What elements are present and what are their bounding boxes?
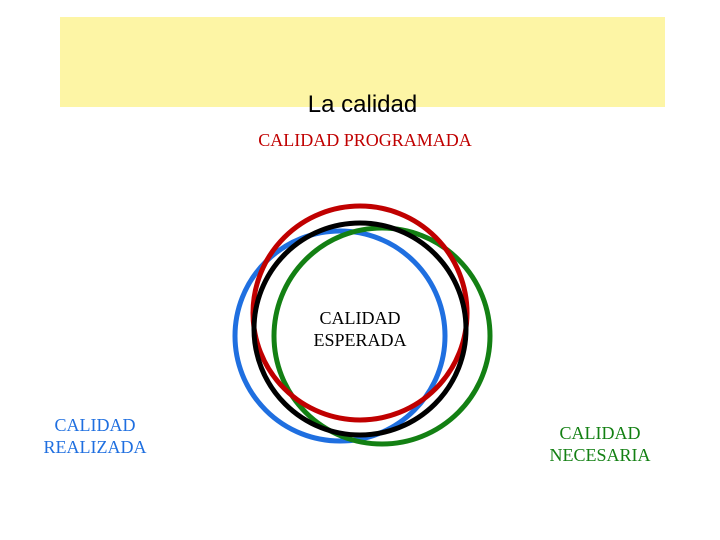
label-calidad-necesaria: CALIDAD NECESARIA bbox=[549, 423, 651, 465]
circle-calidad-realizada bbox=[232, 228, 448, 444]
circle-calidad-necesaria bbox=[271, 225, 493, 447]
label-calidad-realizada: CALIDAD REALIZADA bbox=[43, 415, 147, 457]
page-title: La calidad bbox=[307, 91, 418, 118]
label-calidad-esperada: CALIDAD ESPERADA bbox=[313, 308, 407, 350]
circle-calidad-esperada bbox=[251, 220, 469, 438]
title-banner: La calidad bbox=[60, 17, 665, 118]
label-calidad-programada: CALIDAD PROGRAMADA bbox=[258, 130, 472, 150]
